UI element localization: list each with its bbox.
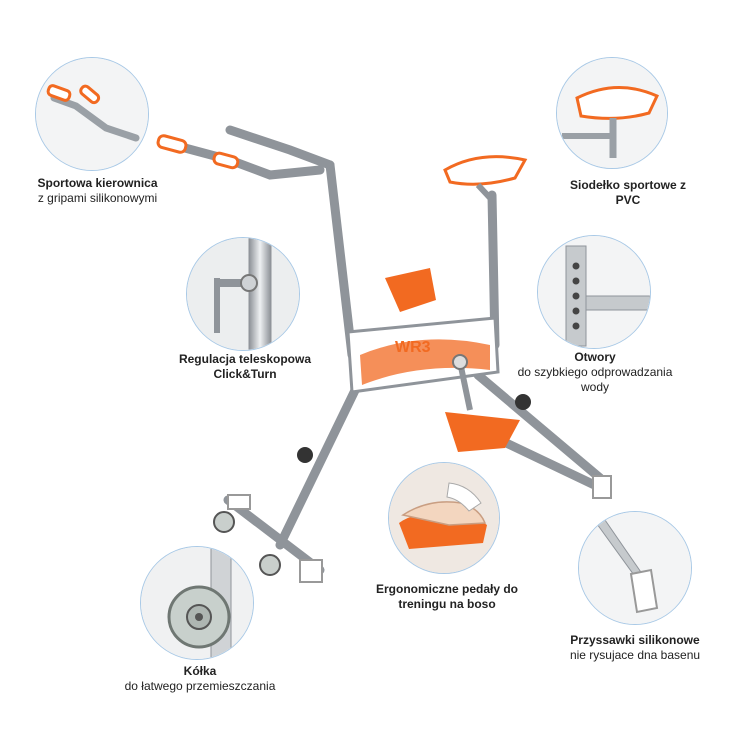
pedals-detail — [388, 462, 500, 574]
saddle-label: Siodełko sportowe z PVC — [558, 178, 698, 208]
wheels-detail — [140, 546, 254, 660]
telescopic-adjuster-icon — [187, 238, 299, 350]
wheel-icon — [141, 547, 253, 659]
pedals-label: Ergonomiczne pedały do treningu na boso — [372, 582, 522, 612]
handlebar-subtitle: z gripami silikonowymi — [37, 191, 158, 205]
handlebar-label: Sportowa kierownica z gripami silikonowy… — [10, 176, 185, 206]
telescopic-detail — [186, 237, 300, 351]
wheels-title: Kółka — [183, 664, 217, 678]
suction-title: Przyssawki silikonowe — [570, 633, 700, 647]
suction-cup-icon — [579, 512, 691, 624]
wheels-label: Kółka do łatwego przemieszczania — [110, 664, 290, 694]
telescopic-title: Regulacja teleskopowa Click&Turn — [178, 352, 312, 381]
holes-label: Otwory do szybkiego odprowadzania wody — [505, 350, 685, 395]
holes-subtitle: do szybkiego odprowadzania wody — [517, 365, 673, 394]
suction-subtitle: nie rysujace dna basenu — [569, 648, 701, 662]
holes-detail — [537, 235, 651, 349]
saddle-title: Siodełko sportowe z PVC — [569, 178, 686, 207]
wheels-subtitle: do łatwego przemieszczania — [124, 679, 276, 693]
suction-label: Przyssawki silikonowe nie rysujace dna b… — [545, 633, 725, 663]
handlebar-detail — [35, 57, 149, 171]
holes-title: Otwory — [574, 350, 616, 364]
drain-holes-icon — [538, 236, 650, 348]
telescopic-label: Regulacja teleskopowa Click&Turn — [160, 352, 330, 382]
pedal-icon — [389, 463, 499, 573]
saddle-icon — [557, 58, 667, 168]
saddle-detail — [556, 57, 668, 169]
suction-detail — [578, 511, 692, 625]
product-logo: WR3 — [395, 339, 431, 356]
pedals-title: Ergonomiczne pedały do treningu na boso — [375, 582, 519, 611]
handlebar-title: Sportowa kierownica — [37, 176, 158, 190]
handlebar-icon — [36, 58, 148, 170]
